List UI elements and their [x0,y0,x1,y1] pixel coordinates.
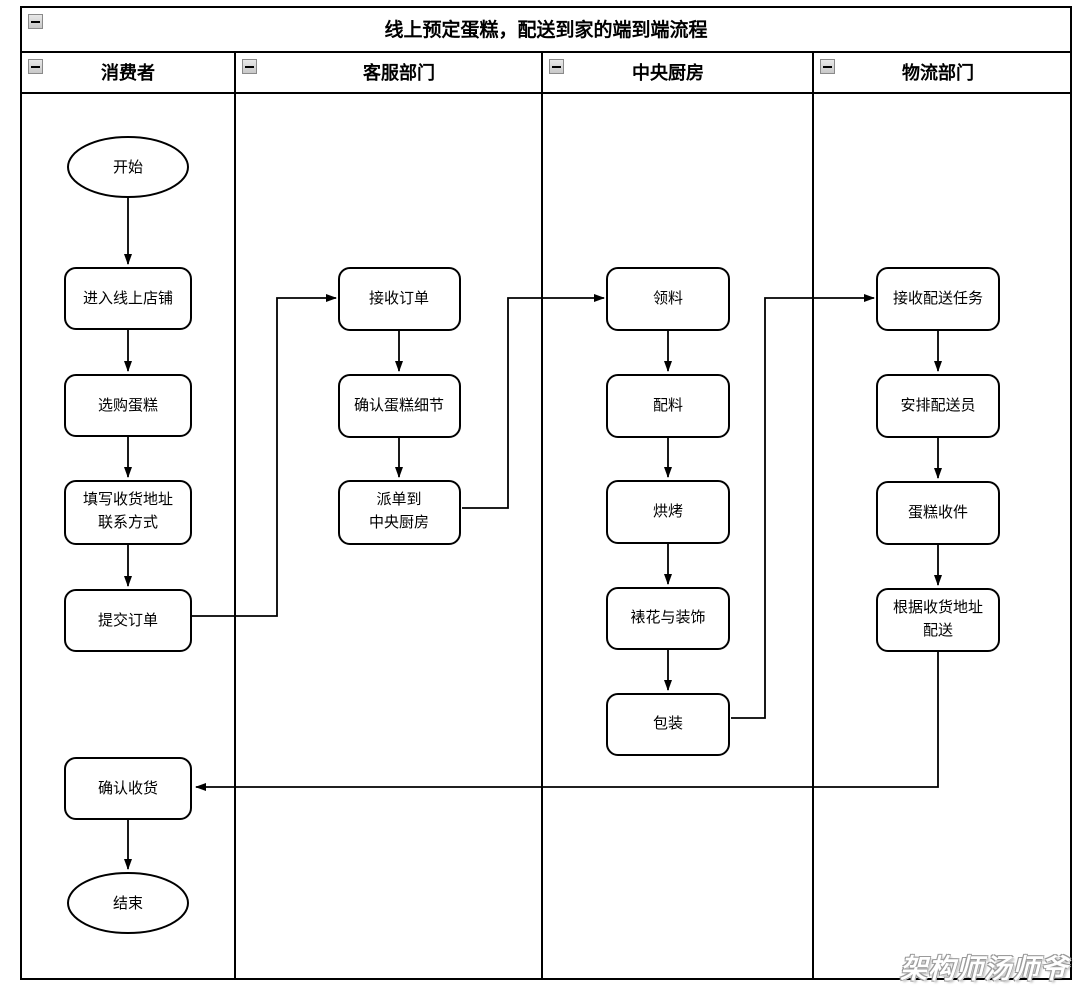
assign-box[interactable] [876,374,1000,438]
edge-submit-to-recv-order [191,294,337,617]
node-pick-cake[interactable]: 选购蛋糕 [64,374,192,437]
node-start-label: 开始 [113,159,143,176]
node-submit[interactable]: 提交订单 [64,589,192,652]
recv-task-box[interactable] [876,267,1000,331]
node-pickup[interactable]: 蛋糕收件 [876,481,1000,545]
submit-box[interactable] [64,589,192,652]
watermark-text: 架构师汤师爷 [900,954,1068,984]
edge-package-to-recv-task [731,294,875,719]
minus-collapse-icon-lane-logistics[interactable] [820,59,835,74]
node-fill-addr-label-line2: 联系方式 [98,514,158,531]
node-end-label: 结束 [113,895,143,912]
node-confirm-rcv[interactable]: 确认收货 [64,757,192,820]
node-bake-label: 烘烤 [653,503,683,520]
edge-dispatch-to-get-mat [462,294,605,509]
node-assign[interactable]: 安排配送员 [876,374,1000,438]
node-submit-label: 提交订单 [98,611,158,629]
node-bake[interactable]: 烘烤 [606,480,730,544]
node-pick-cake-label: 选购蛋糕 [98,397,158,414]
bake-box[interactable] [606,480,730,544]
node-end[interactable]: 结束 [67,872,189,934]
edge-layer [124,197,942,870]
minus-collapse-icon-lane-service[interactable] [242,59,257,74]
node-deliver[interactable]: 根据收货地址 配送 [876,588,1000,652]
node-pickup-label: 蛋糕收件 [908,504,968,521]
enter-shop-box[interactable] [64,267,192,330]
node-assign-label: 安排配送员 [900,397,975,414]
node-deliver-label-line1: 根据收货地址 [893,599,983,616]
pickup-box[interactable] [876,481,1000,545]
confirm-det-box[interactable] [338,374,461,438]
node-dispatch-label-line2: 中央厨房 [369,514,429,531]
fill-addr-box[interactable] [64,480,192,545]
confirm-rcv-box[interactable] [64,757,192,820]
node-mix[interactable]: 配料 [606,374,730,438]
node-package-label: 包装 [653,715,683,732]
node-dispatch[interactable]: 派单到 中央厨房 [338,480,461,545]
lane-title-logistics: 物流部门 [902,62,974,83]
node-enter-shop-label: 进入线上店铺 [83,290,173,307]
node-decorate[interactable]: 裱花与装饰 [606,587,730,650]
minus-collapse-icon-lane-kitchen[interactable] [549,59,564,74]
node-fill-addr-label-line1: 填写收货地址 [83,491,173,508]
package-box[interactable] [606,693,730,756]
recv-order-box[interactable] [338,267,461,331]
edge-deliver-to-confirm-rcv [195,651,939,791]
node-recv-task[interactable]: 接收配送任务 [876,267,1000,331]
node-deliver-label-line2: 配送 [923,622,953,639]
lane-title-consumer: 消费者 [101,62,155,83]
lane-title-kitchen: 中央厨房 [632,62,704,83]
node-recv-order[interactable]: 接收订单 [338,267,461,331]
node-get-mat-label: 领料 [653,290,683,307]
mix-box[interactable] [606,374,730,438]
end-ellipse[interactable] [67,872,189,934]
pick-cake-box[interactable] [64,374,192,437]
get-mat-box[interactable] [606,267,730,331]
node-fill-addr[interactable]: 填写收货地址 联系方式 [64,480,192,545]
node-start[interactable]: 开始 [67,136,189,198]
node-decorate-label: 裱花与装饰 [630,609,705,626]
pool-title: 线上预定蛋糕，配送到家的端到端流程 [384,18,707,41]
decorate-box[interactable] [606,587,730,650]
node-confirm-rcv-label: 确认收货 [98,780,158,797]
node-get-mat[interactable]: 领料 [606,267,730,331]
node-recv-order-label: 接收订单 [369,290,429,307]
minus-collapse-icon-lane-consumer[interactable] [28,59,43,74]
deliver-box[interactable] [876,588,1000,652]
node-package[interactable]: 包装 [606,693,730,756]
node-mix-label: 配料 [653,397,683,414]
minus-collapse-icon-pool[interactable] [28,14,43,29]
node-enter-shop[interactable]: 进入线上店铺 [64,267,192,330]
node-confirm-det[interactable]: 确认蛋糕细节 [338,374,461,438]
lane-title-service: 客服部门 [363,62,435,83]
dispatch-box[interactable] [338,480,461,545]
node-dispatch-label-line1: 派单到 [376,491,421,508]
node-confirm-det-label: 确认蛋糕细节 [354,397,444,414]
node-recv-task-label: 接收配送任务 [893,290,983,307]
start-ellipse[interactable] [67,136,189,198]
